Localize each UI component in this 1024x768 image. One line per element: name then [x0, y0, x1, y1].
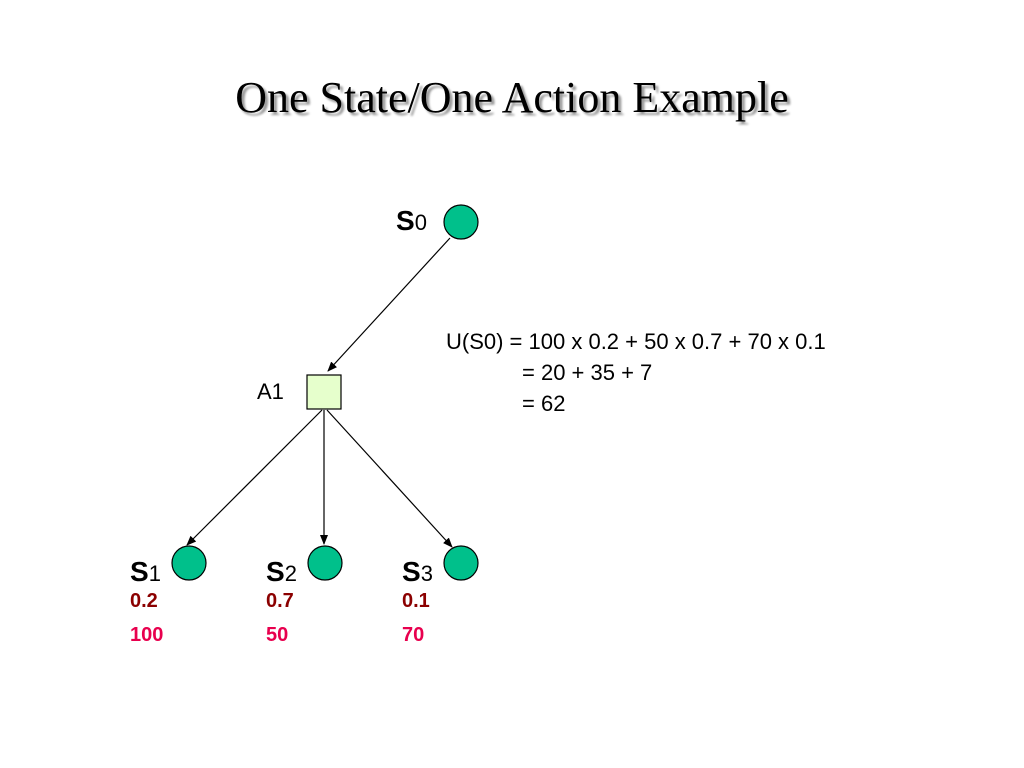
- state-node-s0: [443, 204, 479, 240]
- probability-s2: 0.7: [266, 590, 294, 612]
- formula-line-3: = 62: [522, 391, 566, 416]
- state-label-s1: S1: [130, 556, 161, 587]
- state-node-s1: [171, 545, 207, 581]
- edge-a1-to-s3: [326, 409, 453, 548]
- edge-a1-to-s1: [186, 409, 323, 546]
- state-label-s0: S0: [396, 205, 427, 236]
- probability-s3: 0.1: [402, 590, 430, 612]
- state-label-s2: S2: [266, 556, 297, 587]
- utility-s1: 100: [130, 624, 164, 646]
- formula-line-2: = 20 + 35 + 7: [522, 360, 653, 385]
- utility-formula: U(S0) = 100 x 0.2 + 50 x 0.7 + 70 x 0.1 …: [446, 326, 826, 419]
- utility-s3: 70: [402, 624, 425, 646]
- formula-line-1: U(S0) = 100 x 0.2 + 50 x 0.7 + 70 x 0.1: [446, 329, 826, 354]
- state-node-s2: [307, 545, 343, 581]
- slide-title: One State/One Action Example: [235, 73, 789, 122]
- action-node-a1: [306, 374, 342, 410]
- state-label-s3: S3: [402, 556, 433, 587]
- utility-s2: 50: [266, 624, 289, 646]
- probability-s1: 0.2: [130, 590, 158, 612]
- state-node-s3: [443, 545, 479, 581]
- edge-s0-to-a1: [327, 237, 451, 372]
- action-label-a1: A1: [257, 379, 284, 404]
